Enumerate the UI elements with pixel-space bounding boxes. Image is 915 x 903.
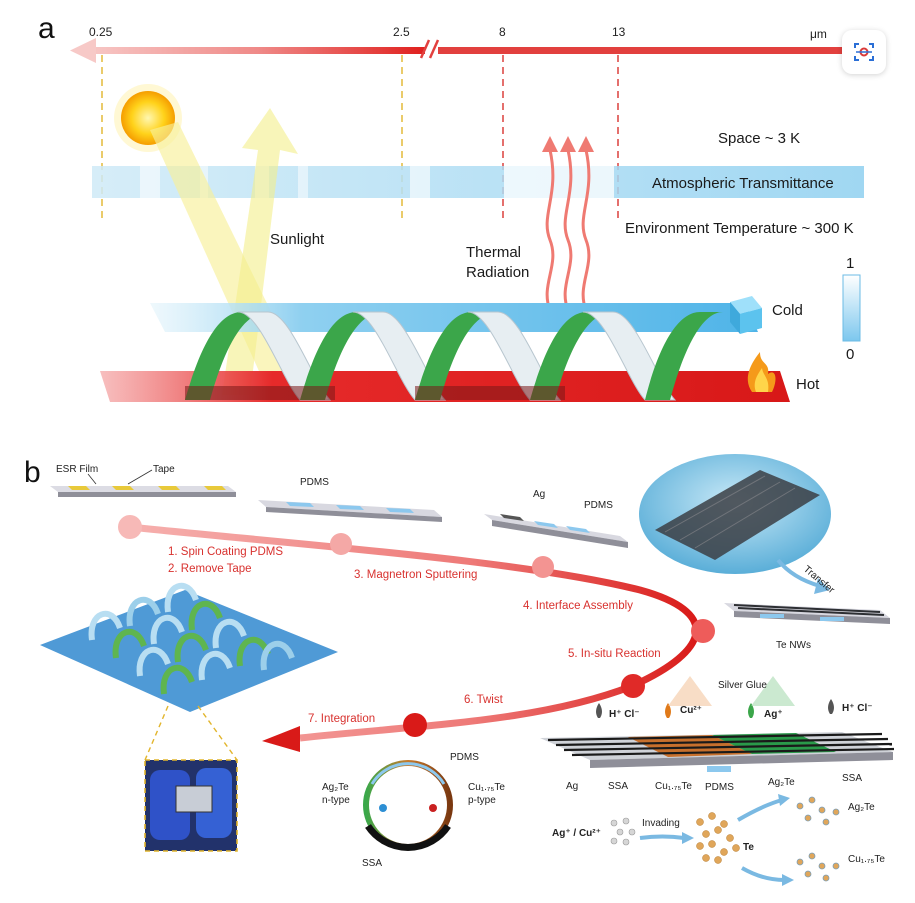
thermal-radiation-arrows bbox=[542, 136, 594, 311]
atmospheric-band bbox=[92, 166, 864, 198]
ag-strip bbox=[484, 514, 628, 548]
ions-label: Ag⁺ / Cu²⁺ bbox=[552, 828, 601, 839]
atmospheric-label: Atmospheric Transmittance bbox=[652, 175, 834, 192]
hot-label: Hot bbox=[796, 376, 820, 393]
step-1-label: 1. Spin Coating PDMS bbox=[168, 546, 283, 558]
ring-ptype-label: p-type bbox=[468, 795, 496, 806]
te-lattice bbox=[696, 812, 740, 864]
product-arrow-up bbox=[736, 798, 783, 822]
sunlight-label: Sunlight bbox=[270, 231, 325, 248]
ring-pdms-label: PDMS bbox=[450, 752, 479, 763]
product-ag2te-label: Ag₂Te bbox=[848, 802, 875, 813]
panel-a-letter: a bbox=[38, 12, 55, 45]
ag-label: Ag bbox=[533, 489, 545, 500]
scan-button[interactable] bbox=[842, 30, 886, 74]
tick-label-13: 13 bbox=[612, 25, 626, 39]
reagent-hcl-1: H⁺ Cl⁻ bbox=[609, 709, 640, 720]
step-node-6 bbox=[621, 674, 645, 698]
ring-cu-label: Cu₁.₇₅Te bbox=[468, 782, 505, 793]
te-nws-label: Te NWs bbox=[776, 640, 811, 651]
reagent-ag: Ag⁺ bbox=[764, 709, 783, 720]
step-node-7 bbox=[403, 713, 427, 737]
tape-label: Tape bbox=[153, 464, 175, 475]
ring-ssa-label: SSA bbox=[362, 858, 382, 869]
te-nw-strip bbox=[724, 603, 890, 624]
te-segmented-strip bbox=[540, 732, 895, 772]
space-label: Space ~ 3 K bbox=[718, 130, 800, 147]
thermal-label-1: Thermal bbox=[466, 244, 521, 261]
product-cu-label: Cu₁.₇₅Te bbox=[848, 854, 885, 865]
strip-pdms-label: PDMS bbox=[705, 782, 734, 793]
strip-ssa-label-1: SSA bbox=[608, 781, 628, 792]
pdms-label-2: PDMS bbox=[584, 500, 613, 511]
reagent-cu: Cu²⁺ bbox=[680, 705, 702, 716]
step-node-3 bbox=[330, 533, 352, 555]
wavelength-axis bbox=[70, 38, 843, 63]
colorbar-max: 1 bbox=[846, 255, 854, 272]
step-4-label: 4. Interface Assembly bbox=[523, 600, 633, 612]
invading-label: Invading bbox=[642, 818, 680, 829]
tick-label-2-5: 2.5 bbox=[393, 25, 410, 39]
zoom-callout bbox=[144, 705, 238, 852]
invading-arrow bbox=[639, 834, 685, 840]
strip-ag-label: Ag bbox=[566, 781, 578, 792]
flame-icon bbox=[747, 352, 776, 392]
tick-label-8: 8 bbox=[499, 25, 506, 39]
cold-label: Cold bbox=[772, 302, 803, 319]
reagent-hcl-2: H⁺ Cl⁻ bbox=[842, 703, 873, 714]
colorbar-min: 0 bbox=[846, 346, 854, 363]
esr-film-label: ESR Film bbox=[56, 464, 98, 475]
step-node-4 bbox=[532, 556, 554, 578]
step-5-label: 5. In-situ Reaction bbox=[568, 648, 661, 660]
esr-film-strip bbox=[50, 486, 236, 497]
device-array bbox=[40, 582, 338, 712]
process-curve-arrowhead bbox=[262, 726, 300, 752]
unit-label: μm bbox=[810, 27, 827, 41]
ice-cube-icon bbox=[730, 296, 762, 334]
te-label: Te bbox=[743, 842, 754, 853]
strip-cu-label: Cu₁.₇₅Te bbox=[655, 781, 692, 792]
tick-label-0-25: 0.25 bbox=[89, 25, 113, 39]
strip-ag2te-label: Ag₂Te bbox=[768, 777, 795, 788]
environment-label: Environment Temperature ~ 300 K bbox=[625, 220, 854, 237]
ring-ag2te-label: Ag₂Te bbox=[322, 782, 349, 793]
interface-assembly-ellipse bbox=[639, 454, 831, 574]
step-node-1 bbox=[118, 515, 142, 539]
panel-b-letter: b bbox=[24, 456, 41, 489]
product-arrow-down bbox=[741, 866, 785, 882]
ring-diagram bbox=[363, 760, 453, 851]
pdms-label-1: PDMS bbox=[300, 477, 329, 488]
step-6-label: 6. Twist bbox=[464, 694, 504, 706]
thermal-label-2: Radiation bbox=[466, 264, 529, 281]
step-node-5 bbox=[691, 619, 715, 643]
silver-glue-label: Silver Glue bbox=[718, 680, 767, 691]
helical-te-strip bbox=[185, 311, 723, 401]
ag2te-crystal bbox=[796, 796, 840, 826]
process-curve bbox=[129, 523, 700, 742]
strip-ssa-label-2: SSA bbox=[842, 773, 862, 784]
step-2-label: 2. Remove Tape bbox=[168, 563, 252, 575]
ring-ntype-label: n-type bbox=[322, 795, 350, 806]
ion-cluster bbox=[610, 817, 636, 846]
cu-te-crystal bbox=[796, 852, 840, 882]
reagent-droplets bbox=[596, 676, 834, 718]
pdms-strip bbox=[258, 500, 442, 522]
step-7-label: 7. Integration bbox=[308, 713, 375, 725]
step-3-label: 3. Magnetron Sputtering bbox=[354, 569, 477, 581]
scan-icon bbox=[854, 43, 874, 61]
transmittance-colorbar bbox=[842, 274, 861, 342]
